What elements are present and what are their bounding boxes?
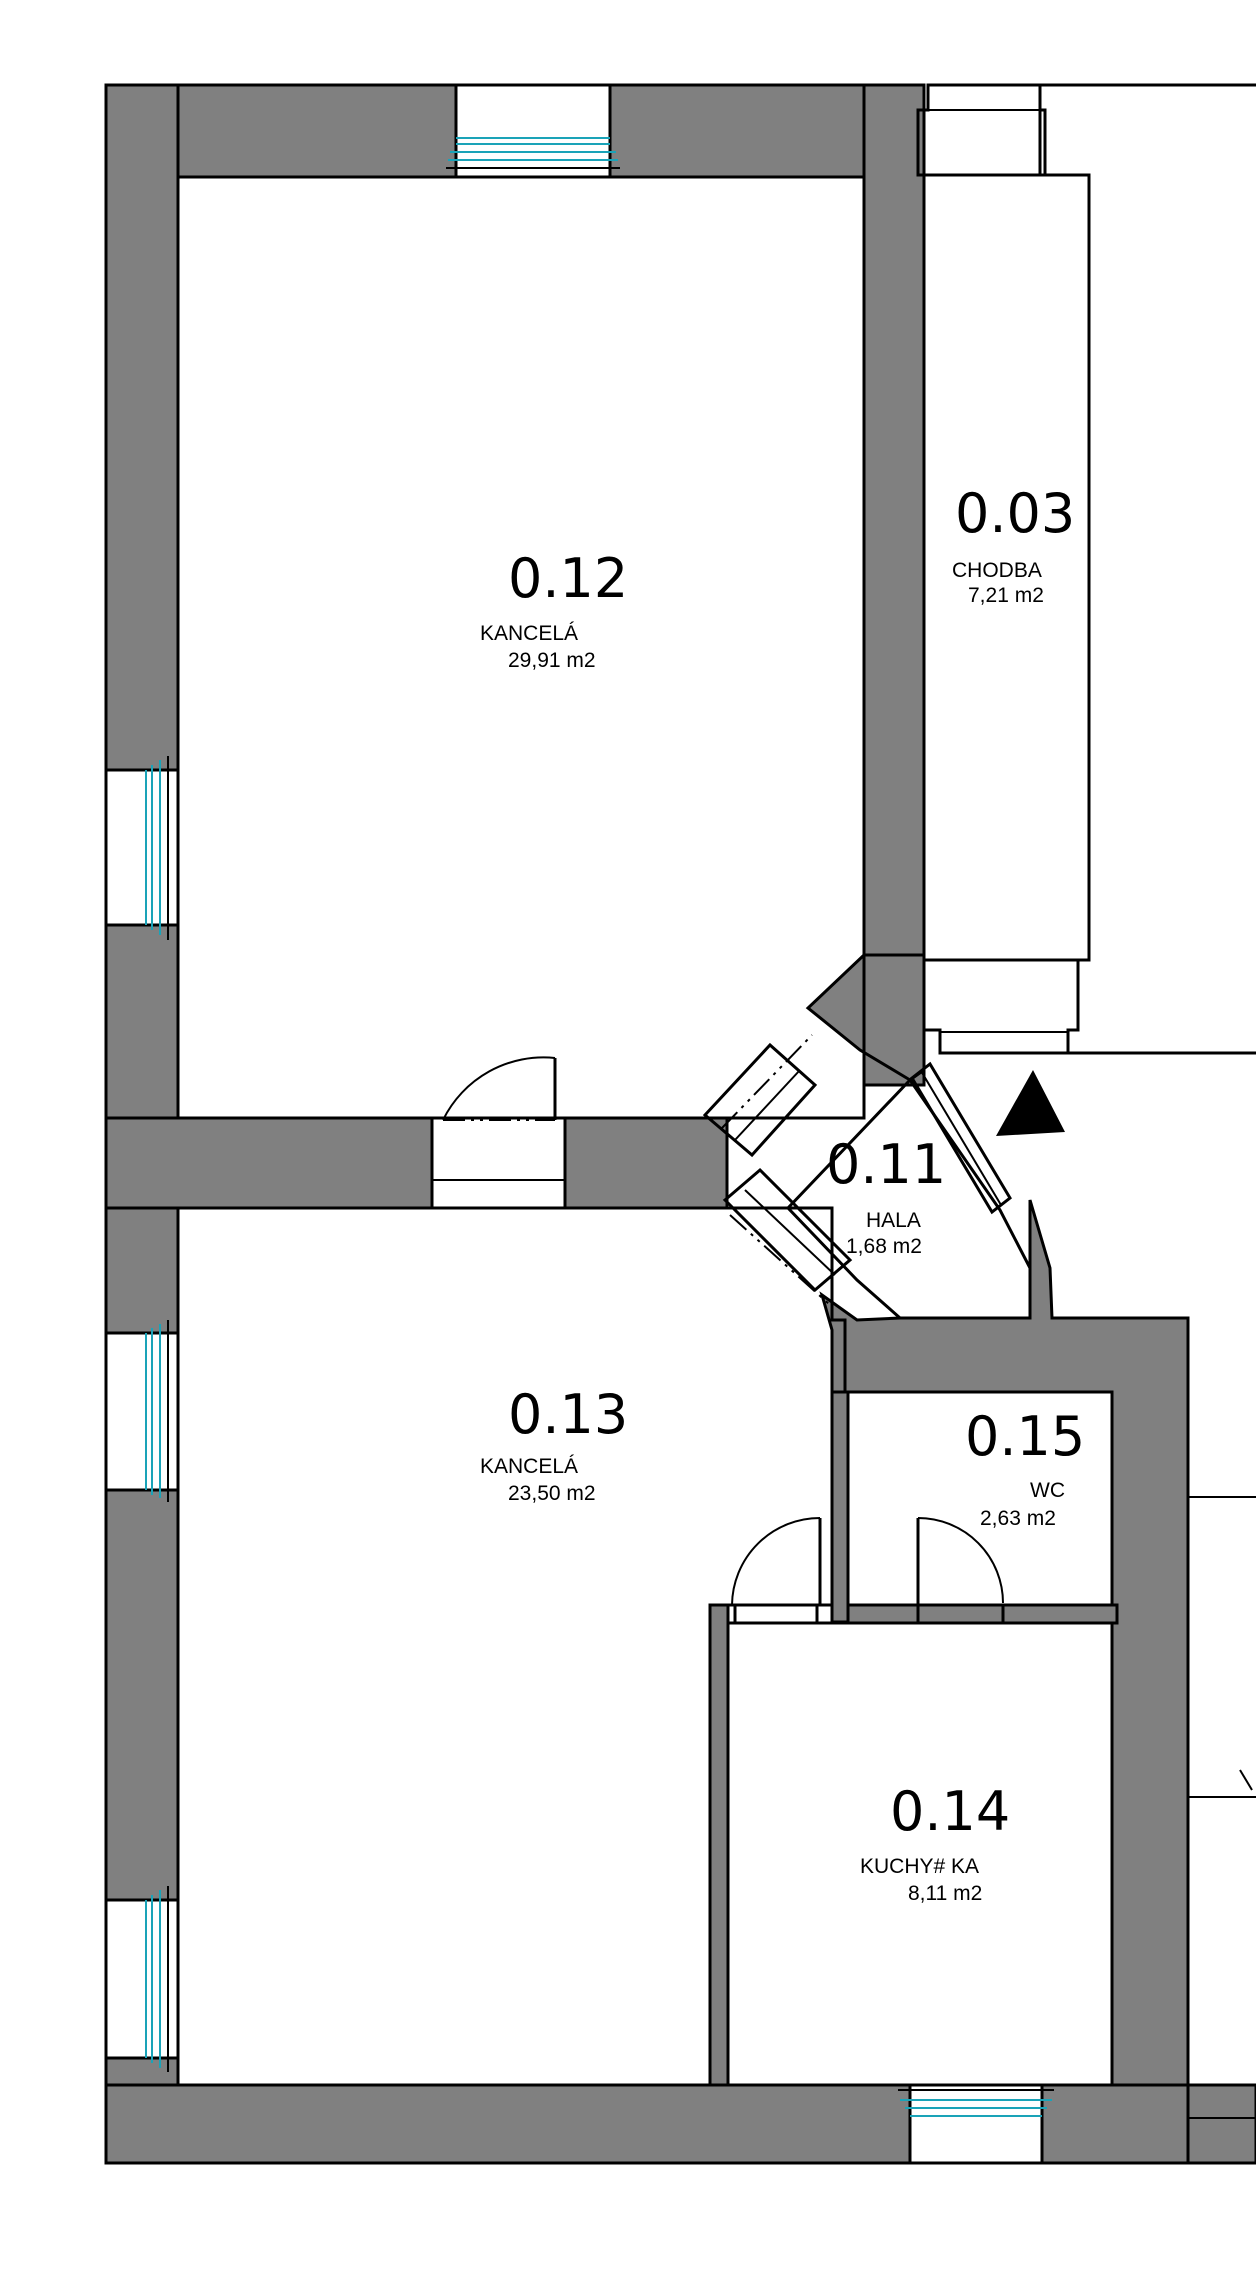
window-left-2	[104, 1320, 180, 1502]
door-wc	[916, 1517, 1005, 1625]
room-area: 7,21 m2	[968, 584, 1044, 607]
wall-wc-bottom	[830, 1603, 1119, 1625]
window-left-3	[104, 1886, 180, 2072]
windows	[104, 83, 1054, 2165]
room-0-15-label: 0.15 WC 2,63 m2	[965, 1405, 1085, 1530]
room-area: 1,68 m2	[846, 1235, 922, 1258]
wall-mid-right	[563, 1116, 729, 1210]
room-name: WC	[1030, 1479, 1065, 1502]
room-area: 23,50 m2	[508, 1482, 596, 1505]
wall-wc-left	[830, 1390, 850, 1624]
wall-hall-lower	[819, 1199, 1190, 2087]
room-0-03-label: 0.03 CHODBA 7,21 m2	[952, 482, 1075, 607]
wall-bottom-left	[104, 2083, 912, 2165]
room-0-14-label: 0.14 KUCHY# KA 8,11 m2	[860, 1780, 1010, 1905]
room-number: 0.12	[508, 547, 628, 610]
corridor-top-jamb	[916, 83, 1089, 177]
window-top	[446, 83, 620, 179]
room-number: 0.14	[890, 1780, 1010, 1843]
room-name: CHODBA	[952, 559, 1042, 582]
wall-left-3	[104, 1488, 180, 1902]
room-area: 8,11 m2	[908, 1882, 982, 1905]
wall-kitchen-left	[708, 1603, 730, 2087]
room-name: KANCELÁ	[480, 622, 578, 645]
wall-left-1	[104, 83, 180, 772]
doors	[430, 1034, 1012, 1625]
door-hall-upper	[702, 1034, 818, 1158]
wall-mid-left	[104, 1116, 434, 1210]
door-hall-lower	[722, 1167, 853, 1306]
room-0-11-fill	[785, 1077, 1032, 1320]
room-number: 0.15	[965, 1405, 1085, 1468]
wall-bottom-right	[1040, 2083, 1256, 2165]
door-kitchen	[731, 1517, 822, 1625]
room-name: KUCHY# KA	[860, 1855, 979, 1878]
corridor-bottom-jamb	[922, 958, 1089, 1055]
exterior-lines	[1186, 1318, 1256, 2163]
corridor-details	[916, 83, 1256, 1055]
room-0-12-fill	[176, 175, 866, 1120]
room-number: 0.11	[826, 1133, 946, 1196]
window-bottom	[898, 2083, 1054, 2165]
wall-corridor-left	[862, 83, 926, 1087]
room-number: 0.03	[955, 482, 1075, 545]
room-0-13-fill	[176, 1206, 847, 2087]
room-area: 29,91 m2	[508, 649, 596, 672]
room-0-11-label: 0.11 HALA 1,68 m2	[826, 1133, 946, 1258]
room-area: 2,63 m2	[980, 1507, 1056, 1530]
entrance-arrow-icon	[996, 1070, 1065, 1136]
room-0-12-label: 0.12 KANCELÁ 29,91 m2	[480, 547, 628, 672]
room-name: HALA	[866, 1209, 921, 1232]
room-name: KANCELÁ	[480, 1455, 578, 1478]
window-left-1	[104, 756, 180, 940]
door-012-013	[430, 1056, 567, 1210]
room-0-14-fill	[726, 1621, 1114, 2087]
room-0-13-label: 0.13 KANCELÁ 23,50 m2	[480, 1383, 628, 1505]
door-hall-right	[910, 1061, 1012, 1215]
walls	[104, 83, 1256, 2165]
room-number: 0.13	[508, 1383, 628, 1446]
